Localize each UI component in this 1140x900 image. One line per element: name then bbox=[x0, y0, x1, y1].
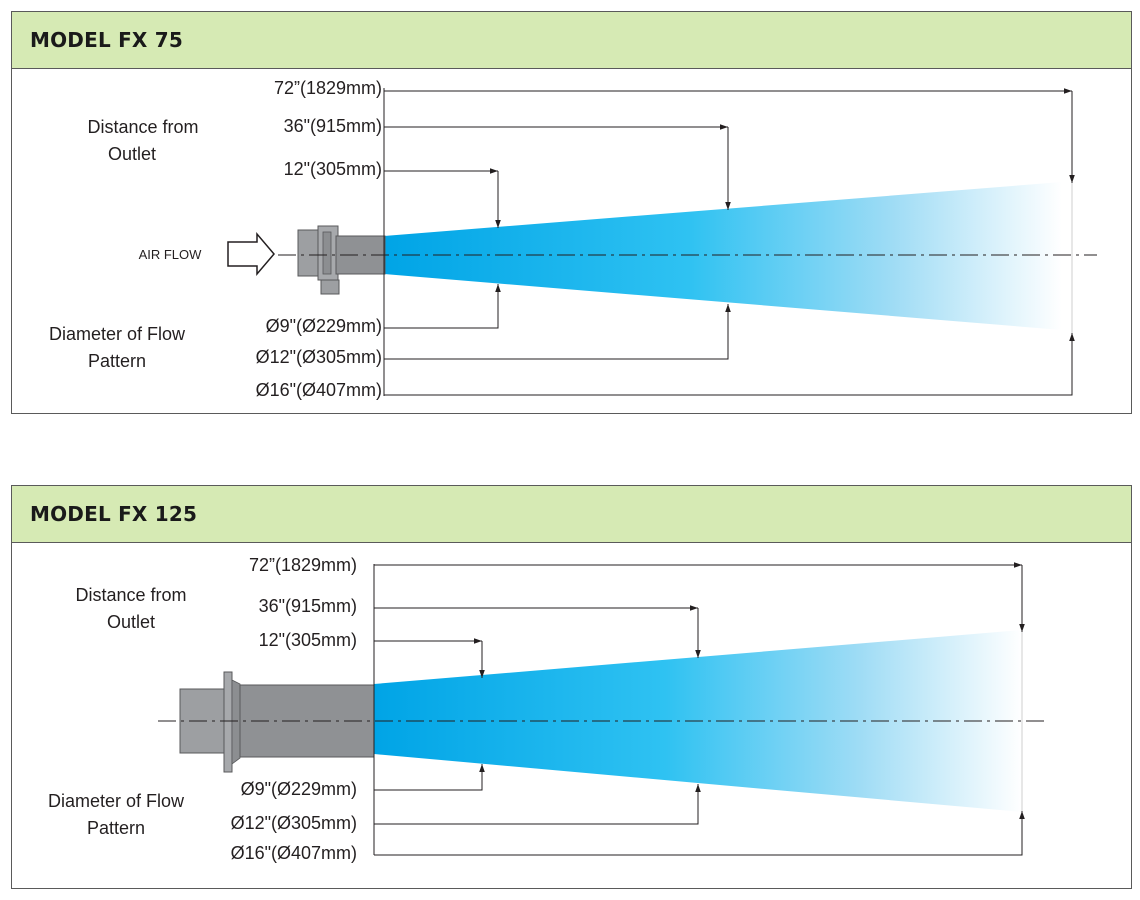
diameter-label-16: Ø16"(Ø407mm) bbox=[256, 380, 382, 400]
distance-dimensions bbox=[384, 88, 1075, 228]
distance-label-72: 72”(1829mm) bbox=[274, 78, 382, 98]
flow-diagram: Distance from Outlet Diameter of Flow Pa… bbox=[48, 555, 1044, 863]
panel-header: MODEL FX 125 bbox=[12, 486, 1131, 543]
diameter-heading: Diameter of Flow bbox=[48, 791, 185, 811]
flow-pattern bbox=[384, 182, 1062, 330]
diameter-heading-2: Pattern bbox=[87, 818, 145, 838]
diameter-dimensions bbox=[374, 764, 1025, 856]
diameter-label-9: Ø9"(Ø229mm) bbox=[241, 779, 357, 799]
diameter-heading-2: Pattern bbox=[88, 351, 146, 371]
panel-header: MODEL FX 75 bbox=[12, 12, 1131, 69]
flow-diagram: Distance from Outlet Diameter of Flow Pa… bbox=[49, 78, 1097, 400]
diameter-label-12: Ø12"(Ø305mm) bbox=[231, 813, 357, 833]
distance-label-12: 12"(305mm) bbox=[284, 159, 382, 179]
distance-label-36: 36"(915mm) bbox=[259, 596, 357, 616]
diameter-label-16: Ø16"(Ø407mm) bbox=[231, 843, 357, 863]
model-title: MODEL FX 75 bbox=[30, 28, 183, 52]
airflow-label: AIR FLOW bbox=[139, 247, 203, 262]
diameter-label-12: Ø12"(Ø305mm) bbox=[256, 347, 382, 367]
distance-heading: Distance from bbox=[75, 585, 186, 605]
diameter-label-9: Ø9"(Ø229mm) bbox=[266, 316, 382, 336]
nozzle-icon bbox=[179, 671, 375, 773]
model-fx125-panel: MODEL FX 125 Distance from Outlet Diamet… bbox=[11, 485, 1132, 889]
distance-label-12: 12"(305mm) bbox=[259, 630, 357, 650]
distance-heading-2: Outlet bbox=[107, 612, 155, 632]
diameter-heading: Diameter of Flow bbox=[49, 324, 186, 344]
distance-heading-2: Outlet bbox=[108, 144, 156, 164]
airflow-arrow-icon bbox=[227, 231, 275, 277]
distance-label-36: 36"(915mm) bbox=[284, 116, 382, 136]
diameter-dimensions bbox=[384, 284, 1075, 396]
nozzle-icon bbox=[297, 225, 386, 295]
distance-dimensions bbox=[374, 562, 1025, 678]
model-title: MODEL FX 125 bbox=[30, 502, 198, 526]
distance-label-72: 72”(1829mm) bbox=[249, 555, 357, 575]
distance-heading: Distance from bbox=[87, 117, 198, 137]
model-fx75-panel: MODEL FX 75 Distance from Outlet Diamete… bbox=[11, 11, 1132, 414]
